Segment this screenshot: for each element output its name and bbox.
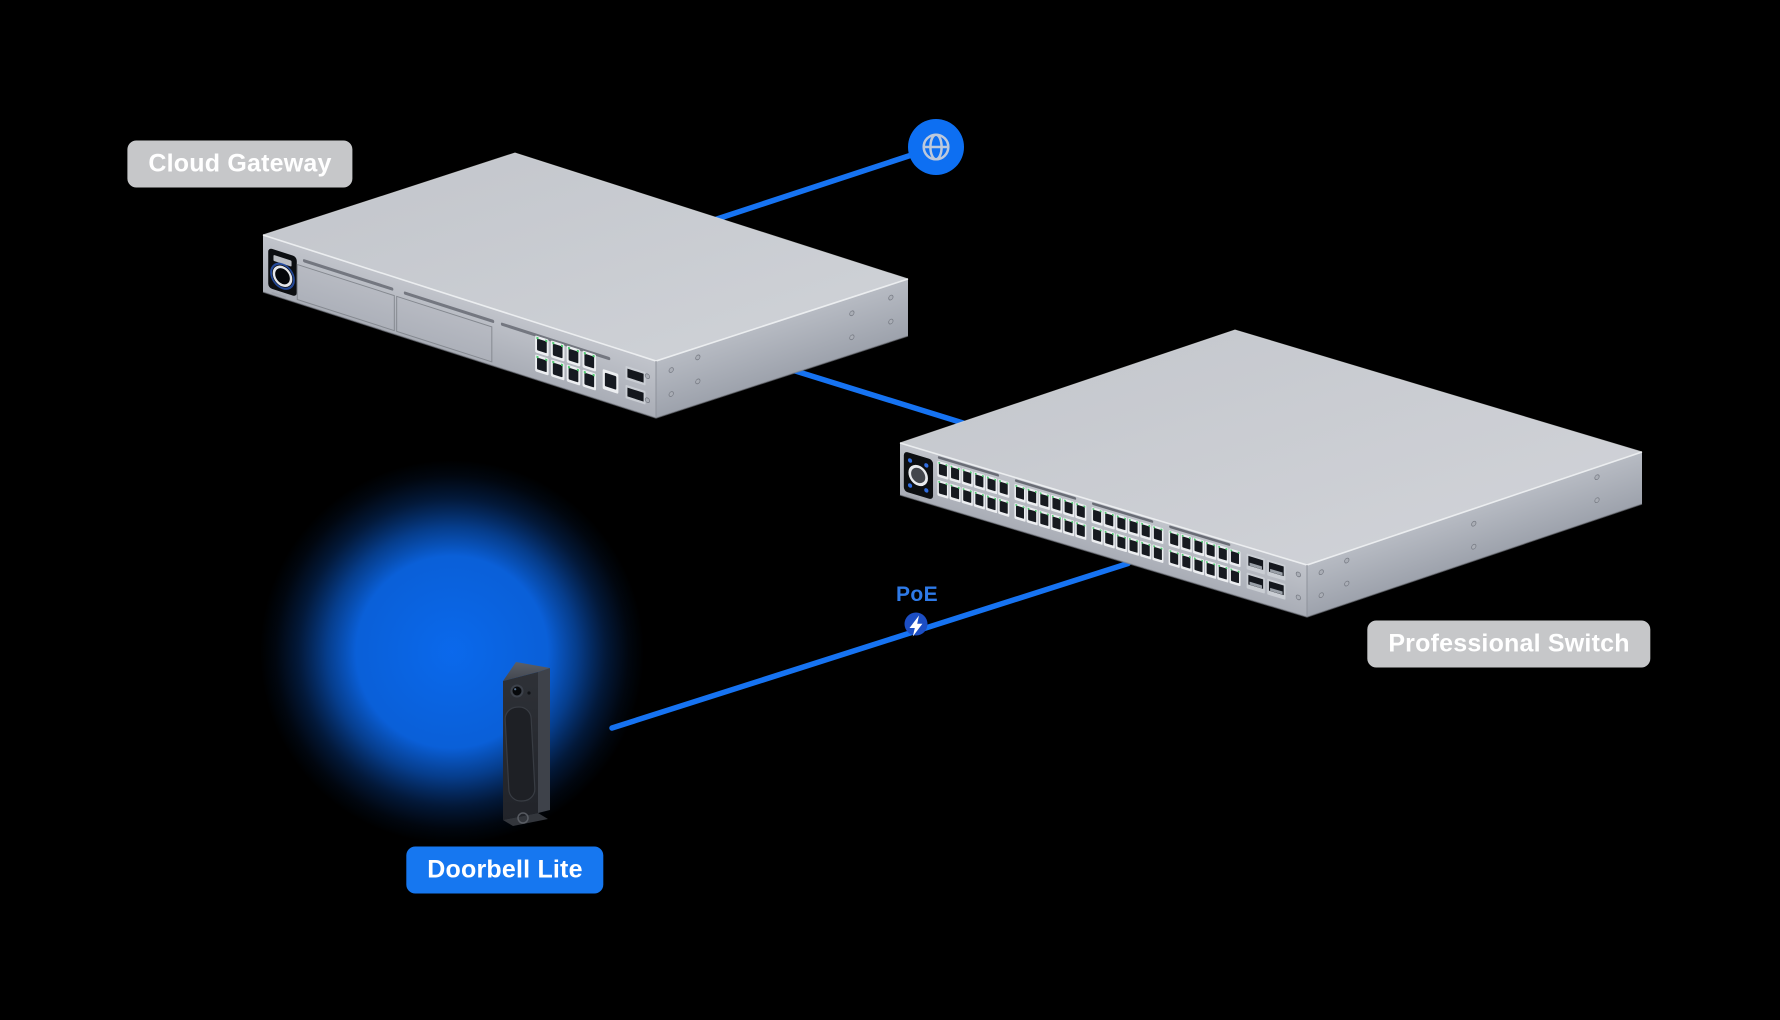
drive-bay xyxy=(296,263,395,332)
gateway-right-screws xyxy=(668,294,894,397)
doorbell-device xyxy=(503,662,550,826)
professional-switch-label: Professional Switch xyxy=(1367,620,1651,668)
screw xyxy=(1344,557,1350,564)
screw xyxy=(888,294,894,301)
gateway-top-face xyxy=(263,153,908,361)
gateway-front-screws xyxy=(644,373,650,404)
lightning-bolt-icon xyxy=(909,615,923,637)
professional-switch-device xyxy=(899,329,1643,618)
screw xyxy=(695,378,701,385)
screw xyxy=(849,334,855,341)
poe-label: PoE xyxy=(895,583,939,606)
screw xyxy=(1594,474,1600,481)
gateway-display xyxy=(268,248,297,298)
connection-gateway-switch xyxy=(786,366,966,426)
connection-switch-doorbell xyxy=(609,560,1131,731)
vent-slot xyxy=(1014,479,1077,500)
switch-front-face xyxy=(900,443,1307,617)
doorbell-mic-hole xyxy=(527,691,531,695)
switch-top-face xyxy=(900,330,1642,565)
switch-sfp-ports xyxy=(1246,553,1286,600)
screw xyxy=(1344,580,1350,587)
doorbell-logo-mark xyxy=(517,812,529,824)
switch-right-face xyxy=(1307,451,1643,617)
gateway-drive-bays xyxy=(296,259,611,363)
globe-icon xyxy=(922,133,950,161)
gateway-wan-port xyxy=(602,369,619,394)
poe-badge xyxy=(904,612,928,637)
screw xyxy=(668,391,674,397)
screw xyxy=(644,397,650,404)
gateway-right-face xyxy=(656,279,908,418)
gateway-front-face xyxy=(263,235,656,418)
screw xyxy=(1295,594,1301,601)
switch-rj45-ports xyxy=(937,460,1241,587)
vent-slot xyxy=(937,456,1000,477)
cloud-gateway-device xyxy=(262,152,909,419)
gateway-lan-ports xyxy=(535,335,597,391)
screw xyxy=(644,373,650,380)
doorbell-bottom-cap xyxy=(503,813,548,826)
doorbell-top-face xyxy=(503,662,550,681)
doorbell-camera-lens xyxy=(510,684,524,698)
screw xyxy=(888,318,894,325)
screw xyxy=(1295,571,1301,578)
vent-slot xyxy=(1091,502,1154,523)
screw xyxy=(1594,497,1600,504)
screw xyxy=(668,367,674,373)
screw xyxy=(1471,543,1477,550)
doorbell-glow xyxy=(260,460,644,844)
screw xyxy=(849,310,855,317)
screw xyxy=(1471,520,1477,527)
switch-display xyxy=(903,452,934,500)
screw xyxy=(695,354,701,361)
screw xyxy=(1318,592,1324,599)
switch-right-screws xyxy=(1318,474,1600,599)
screw xyxy=(1318,569,1324,576)
drive-bay xyxy=(396,295,493,363)
gateway-sfp-ports xyxy=(625,365,646,405)
doorbell-side-face xyxy=(538,668,550,813)
cloud-gateway-label: Cloud Gateway xyxy=(127,140,353,188)
doorbell-lite-label: Doorbell Lite xyxy=(406,846,604,894)
internet-badge xyxy=(908,119,964,175)
switch-vent-slots xyxy=(937,456,1231,546)
connection-internet-gateway xyxy=(714,144,939,222)
switch-front-screws xyxy=(1295,571,1301,601)
doorbell-button-panel xyxy=(504,706,536,802)
vent-slot xyxy=(1169,525,1231,546)
camera-glint xyxy=(514,688,517,691)
